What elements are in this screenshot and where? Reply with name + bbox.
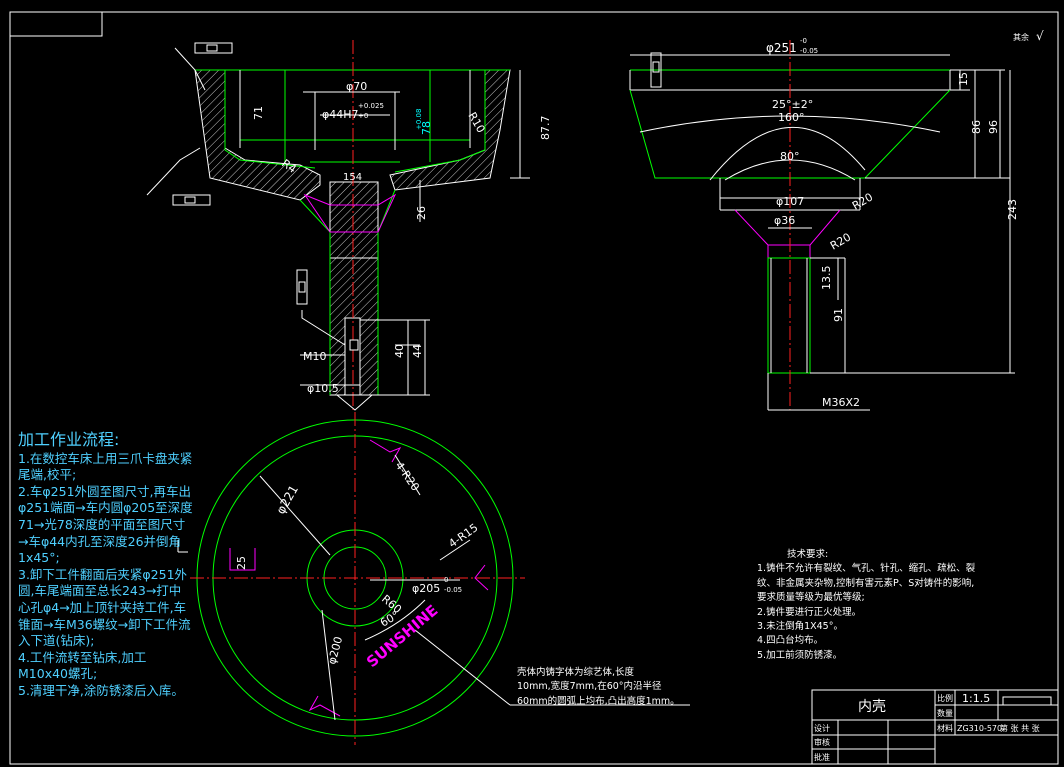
qty-label: 数量	[937, 708, 953, 718]
dim-r15: 4-R15	[446, 521, 480, 550]
dim-a160: 160°	[778, 111, 805, 124]
dim-d205: φ205	[412, 582, 440, 595]
design-label: 设计	[814, 723, 830, 733]
dim-d78-tol: +0.08	[415, 109, 423, 130]
dim-a25: 25°±2°	[772, 98, 813, 111]
elevation-view	[629, 40, 1015, 411]
dim-d86: 86	[970, 120, 983, 134]
dim-d44b: 44	[411, 344, 424, 358]
dim-d135: 13.5	[820, 266, 833, 291]
tech-line: 3.未注倒角1X45°。	[757, 621, 843, 633]
ratio-label: 比例	[937, 693, 953, 703]
dim-r10: R10	[465, 110, 487, 135]
tech-line: 要求质量等级为最优等级;	[757, 592, 865, 604]
dim-d87: 87.7	[539, 116, 552, 141]
title-block	[811, 689, 1059, 765]
dim-d70: φ70	[346, 80, 367, 93]
process-line: 3.卸下工件翻面后夹紧φ251外圆,车尾端面至总长243→打中心孔φ4→加上顶针…	[18, 566, 191, 649]
frame-corner-box	[9, 11, 103, 37]
dim-d15: 15	[957, 72, 970, 86]
tech-line: 纹、非金属夹杂物,控制有害元素P、S对铸件的影响,	[757, 577, 975, 589]
dim-d251: φ251	[766, 41, 797, 55]
dim-d44-tol-up: +0.025	[358, 102, 384, 110]
dim-d251-tol-lo: -0.05	[800, 47, 818, 55]
dim-d25: 25	[235, 556, 248, 570]
dim-d105: φ10.5	[307, 382, 339, 395]
tech-line: 2.铸件要进行正火处理。	[757, 606, 862, 618]
material-label: 材料	[937, 723, 953, 733]
dim-d154: 154	[343, 172, 362, 183]
part-name: 内壳	[858, 698, 886, 715]
dim-d200: φ200	[325, 635, 345, 666]
casting-note: 壳体内铸字体为综艺体,长度 10mm,宽度7mm,在60°内沿半径 60mm的圆…	[517, 666, 697, 709]
dim-d96: 96	[987, 120, 1000, 134]
process-line: 1.在数控车床上用三爪卡盘夹紧尾端,校平;	[18, 450, 193, 483]
note-line: 壳体内铸字体为综艺体,长度	[517, 667, 635, 678]
dim-r20b: R20	[828, 231, 853, 253]
dim-d78: 78	[420, 121, 433, 135]
process-line: 4.工件流转至钻床,加工M10x40螺孔;	[18, 649, 147, 682]
dim-m10: M10	[303, 350, 327, 363]
tech-line: 5.加工前须防锈漆。	[757, 649, 843, 661]
process-notes: 加工作业流程: 1.在数控车床上用三爪卡盘夹紧尾端,校平; 2.车φ251外圆至…	[18, 430, 193, 700]
plan-view-dimensions: φ221 4-R20 4-R15 φ205 0 -0.05 R60 60° φ2…	[235, 459, 480, 671]
tech-line: 4.四凸台均布。	[757, 635, 824, 647]
dim-d205-tol-up: 0	[444, 576, 448, 584]
elevation-view-dimensions: φ251 -0 -0.05 15 25°±2° 160° 80° 86 96 2…	[766, 29, 1044, 409]
ratio-value: 1:1.5	[962, 692, 990, 705]
dim-d44-tol-lo: +0	[358, 112, 368, 120]
sunshine-logo-text: SUNSHINE	[363, 601, 441, 671]
dim-d91: 91	[832, 308, 845, 322]
note-line: 60mm的圆弧上均布,凸出高度1mm。	[517, 695, 680, 707]
check-mark-icon: √	[1036, 29, 1044, 43]
dim-d107: φ107	[776, 195, 804, 208]
dim-d243: 243	[1006, 199, 1019, 220]
tech-requirements: 技术要求: 1.铸件不允许有裂纹、气孔、针孔、缩孔、疏松、裂 纹、非金属夹杂物,…	[757, 548, 1027, 663]
dim-d26: 26	[415, 206, 428, 220]
process-heading: 加工作业流程:	[18, 430, 120, 449]
dim-d40: 40	[393, 344, 406, 358]
approve-label: 批准	[814, 752, 830, 762]
tech-heading: 技术要求:	[787, 549, 829, 560]
corner-mark-text: 其余	[1013, 32, 1029, 42]
dim-d71: 71	[252, 106, 265, 120]
tech-line: 1.铸件不允许有裂纹、气孔、针孔、缩孔、疏松、裂	[757, 563, 976, 575]
drawing-frame	[9, 11, 1059, 765]
dim-d44: φ44H7	[322, 108, 359, 121]
check-label: 审核	[814, 737, 830, 747]
dim-r20a: R20	[850, 191, 875, 213]
dim-a80: 80°	[780, 150, 800, 163]
process-line: 5.清理干净,涂防锈漆后入库。	[18, 682, 184, 698]
plan-view	[177, 412, 690, 745]
dim-d36: φ36	[774, 214, 795, 227]
sheet-text: 第 张 共 张	[1000, 723, 1040, 733]
section-view	[146, 40, 530, 411]
title-block-text: 内壳 比例 1:1.5 数量 材料 ZG310-570 设计 审核 批准 第 张…	[814, 692, 1040, 762]
dim-d205-tol-lo: -0.05	[444, 586, 462, 594]
section-view-dimensions: φ70 φ44H7 +0.025 +0 78 +0.08 71 R10 R4 8…	[252, 80, 552, 395]
note-line: 10mm,宽度7mm,在60°内沿半径	[517, 681, 662, 693]
dim-d251-tol-up: -0	[800, 37, 807, 45]
dim-d221: φ221	[273, 483, 301, 517]
material-value: ZG310-570	[957, 724, 1002, 733]
dim-r20c: 4-R20	[393, 459, 422, 493]
process-line: 2.车φ251外圆至图尺寸,再车出φ251端面→车内圆φ205至深度71→光78…	[18, 483, 193, 566]
dim-m36: M36X2	[822, 396, 860, 409]
